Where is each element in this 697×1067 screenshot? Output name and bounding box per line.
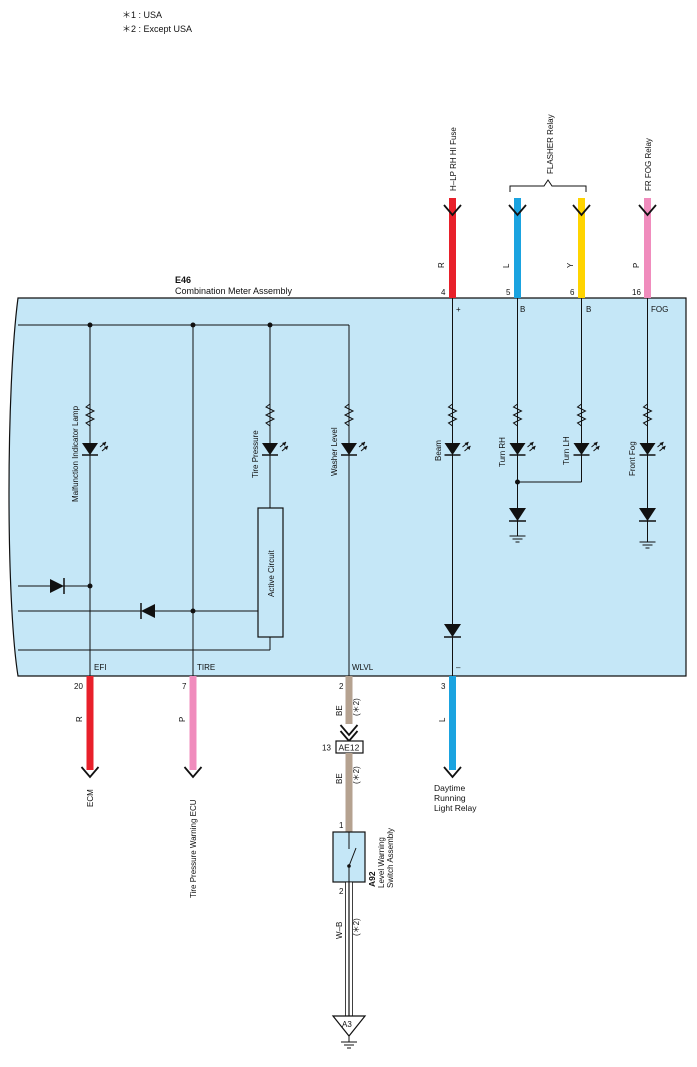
- terminal-label: B: [586, 305, 591, 314]
- wire-pin-16: P FR FOG Relay 16 FOG: [632, 138, 668, 314]
- switch-name-line2: Switch Assembly: [386, 828, 395, 888]
- destination-label: ECM: [86, 789, 95, 807]
- wire-wb: W–B (＊2): [335, 881, 361, 1019]
- flasher-relay-brace: [509, 179, 587, 192]
- connector-arrow: [183, 766, 203, 779]
- meter-body: [8, 297, 687, 677]
- destination-line-1: Daytime: [434, 783, 465, 793]
- terminal-efi: EFI: [94, 663, 106, 672]
- wire-pin-20: 20 R ECM: [74, 676, 100, 807]
- wire-pin-4-color: [449, 198, 456, 298]
- connector-arrow: [508, 204, 527, 217]
- wire-pin-2-color: [345, 676, 353, 724]
- wire-pin-5-color: [514, 198, 521, 298]
- lamp-beam-label: Beam: [434, 440, 443, 461]
- wire-pin-4: R H–LP RH HI Fuse 4 +: [437, 127, 462, 314]
- wire-pin-20-color: [86, 676, 94, 770]
- note-usa: ＊1 : USA: [122, 10, 163, 20]
- wire-pin-5: L 5 B: [502, 198, 527, 314]
- terminal-tire: TIRE: [197, 663, 215, 672]
- active-circuit-label: Active Circuit: [267, 550, 276, 597]
- terminal-label: B: [520, 305, 525, 314]
- wire-color-label: R: [75, 716, 84, 722]
- terminal-label: +: [456, 305, 461, 314]
- beam-diode: [444, 624, 461, 637]
- pin-number: 2: [339, 682, 344, 691]
- lamp-front-fog-label: Front Fog: [628, 441, 637, 476]
- wire-pin-7: 7 P Tire Pressure Warning ECU: [178, 676, 203, 898]
- ground-diodes: [509, 508, 656, 549]
- terminal-minus: –: [456, 663, 461, 672]
- flasher-relay-label: FLASHER Relay: [546, 114, 555, 174]
- wire-pin-3-color: [449, 676, 456, 770]
- wire-color-label: W–B: [335, 922, 344, 939]
- meter-name: Combination Meter Assembly: [175, 286, 293, 296]
- ground-point-a3: A3: [331, 1015, 367, 1049]
- wire-color-label: BE: [335, 773, 344, 784]
- pin-number: 6: [570, 288, 575, 297]
- wire-pin-6-color: [578, 198, 585, 298]
- diode-left-1: [50, 579, 64, 593]
- meter-code: E46: [175, 275, 191, 285]
- lamp-malfunction-label: Malfunction Indicator Lamp: [71, 405, 80, 502]
- pin-number: 3: [441, 682, 446, 691]
- pin-number: 5: [506, 288, 511, 297]
- destination-label: Tire Pressure Warning ECU: [189, 799, 198, 898]
- ground-point-label: A3: [342, 1020, 352, 1029]
- wire-color-label: L: [438, 717, 447, 722]
- wire-pin-2: 2 BE (＊2): [335, 676, 361, 743]
- switch-code: A92: [367, 871, 377, 887]
- junction-pin: 13: [322, 744, 331, 753]
- lamp-washer-level-label: Washer Level: [330, 427, 339, 476]
- notes: ＊1 : USA ＊2 : Except USA: [122, 8, 192, 36]
- terminal-wlvl: WLVL: [352, 663, 374, 672]
- connector-arrow: [443, 204, 462, 217]
- switch-name-line1: Level Warning: [377, 837, 386, 888]
- wire-note: (＊2): [352, 918, 361, 936]
- junction-ae12: AE12 13: [322, 740, 364, 754]
- connector-arrow: [80, 766, 100, 779]
- pin-number: 20: [74, 682, 83, 691]
- junction-dots: [87, 322, 520, 614]
- wire-be-lower: BE (＊2): [335, 753, 361, 832]
- connector-arrow: [339, 724, 359, 737]
- wire-color-label: BE: [335, 705, 344, 716]
- lamp-turn-lh-label: Turn LH: [562, 436, 571, 465]
- switch-pin-bottom: 2: [339, 887, 344, 896]
- switch-pin-top: 1: [339, 821, 344, 830]
- wire-color-label: P: [178, 717, 187, 722]
- lamp-tire-pressure-label: Tire Pressure: [251, 430, 260, 478]
- wire-pin-7-color: [189, 676, 197, 770]
- destination-line-3: Light Relay: [434, 803, 477, 813]
- wire-pin-6: Y 6 B: [566, 198, 591, 314]
- connector-arrow: [443, 766, 462, 779]
- wire-color-label: P: [632, 263, 641, 268]
- pin-number: 4: [441, 288, 446, 297]
- wire-color-label: L: [502, 263, 511, 268]
- diode-left-2: [141, 604, 155, 618]
- level-warning-switch: 1 2 A92 Level Warning Switch Assembly: [332, 821, 395, 896]
- connector-arrow: [572, 204, 591, 217]
- wire-note: (＊2): [352, 698, 361, 716]
- destination-label: FR FOG Relay: [644, 138, 653, 191]
- destination-line-2: Running: [434, 793, 466, 803]
- connector-arrow: [638, 204, 657, 217]
- wire-note: (＊2): [352, 766, 361, 784]
- destination-label: H–LP RH HI Fuse: [449, 127, 458, 191]
- wire-color-label: Y: [566, 262, 575, 268]
- pin-number: 7: [182, 682, 187, 691]
- junction-code: AE12: [339, 743, 360, 753]
- wire-pin-16-color: [644, 198, 651, 298]
- terminal-label: FOG: [651, 305, 668, 314]
- pin-number: 16: [632, 288, 641, 297]
- active-circuit-box: [257, 507, 284, 638]
- note-except-usa: ＊2 : Except USA: [122, 24, 193, 34]
- lamp-turn-rh-label: Turn RH: [498, 437, 507, 467]
- wire-color-label: R: [437, 262, 446, 268]
- wire-pin-3: 3 L Daytime Running Light Relay: [434, 676, 477, 813]
